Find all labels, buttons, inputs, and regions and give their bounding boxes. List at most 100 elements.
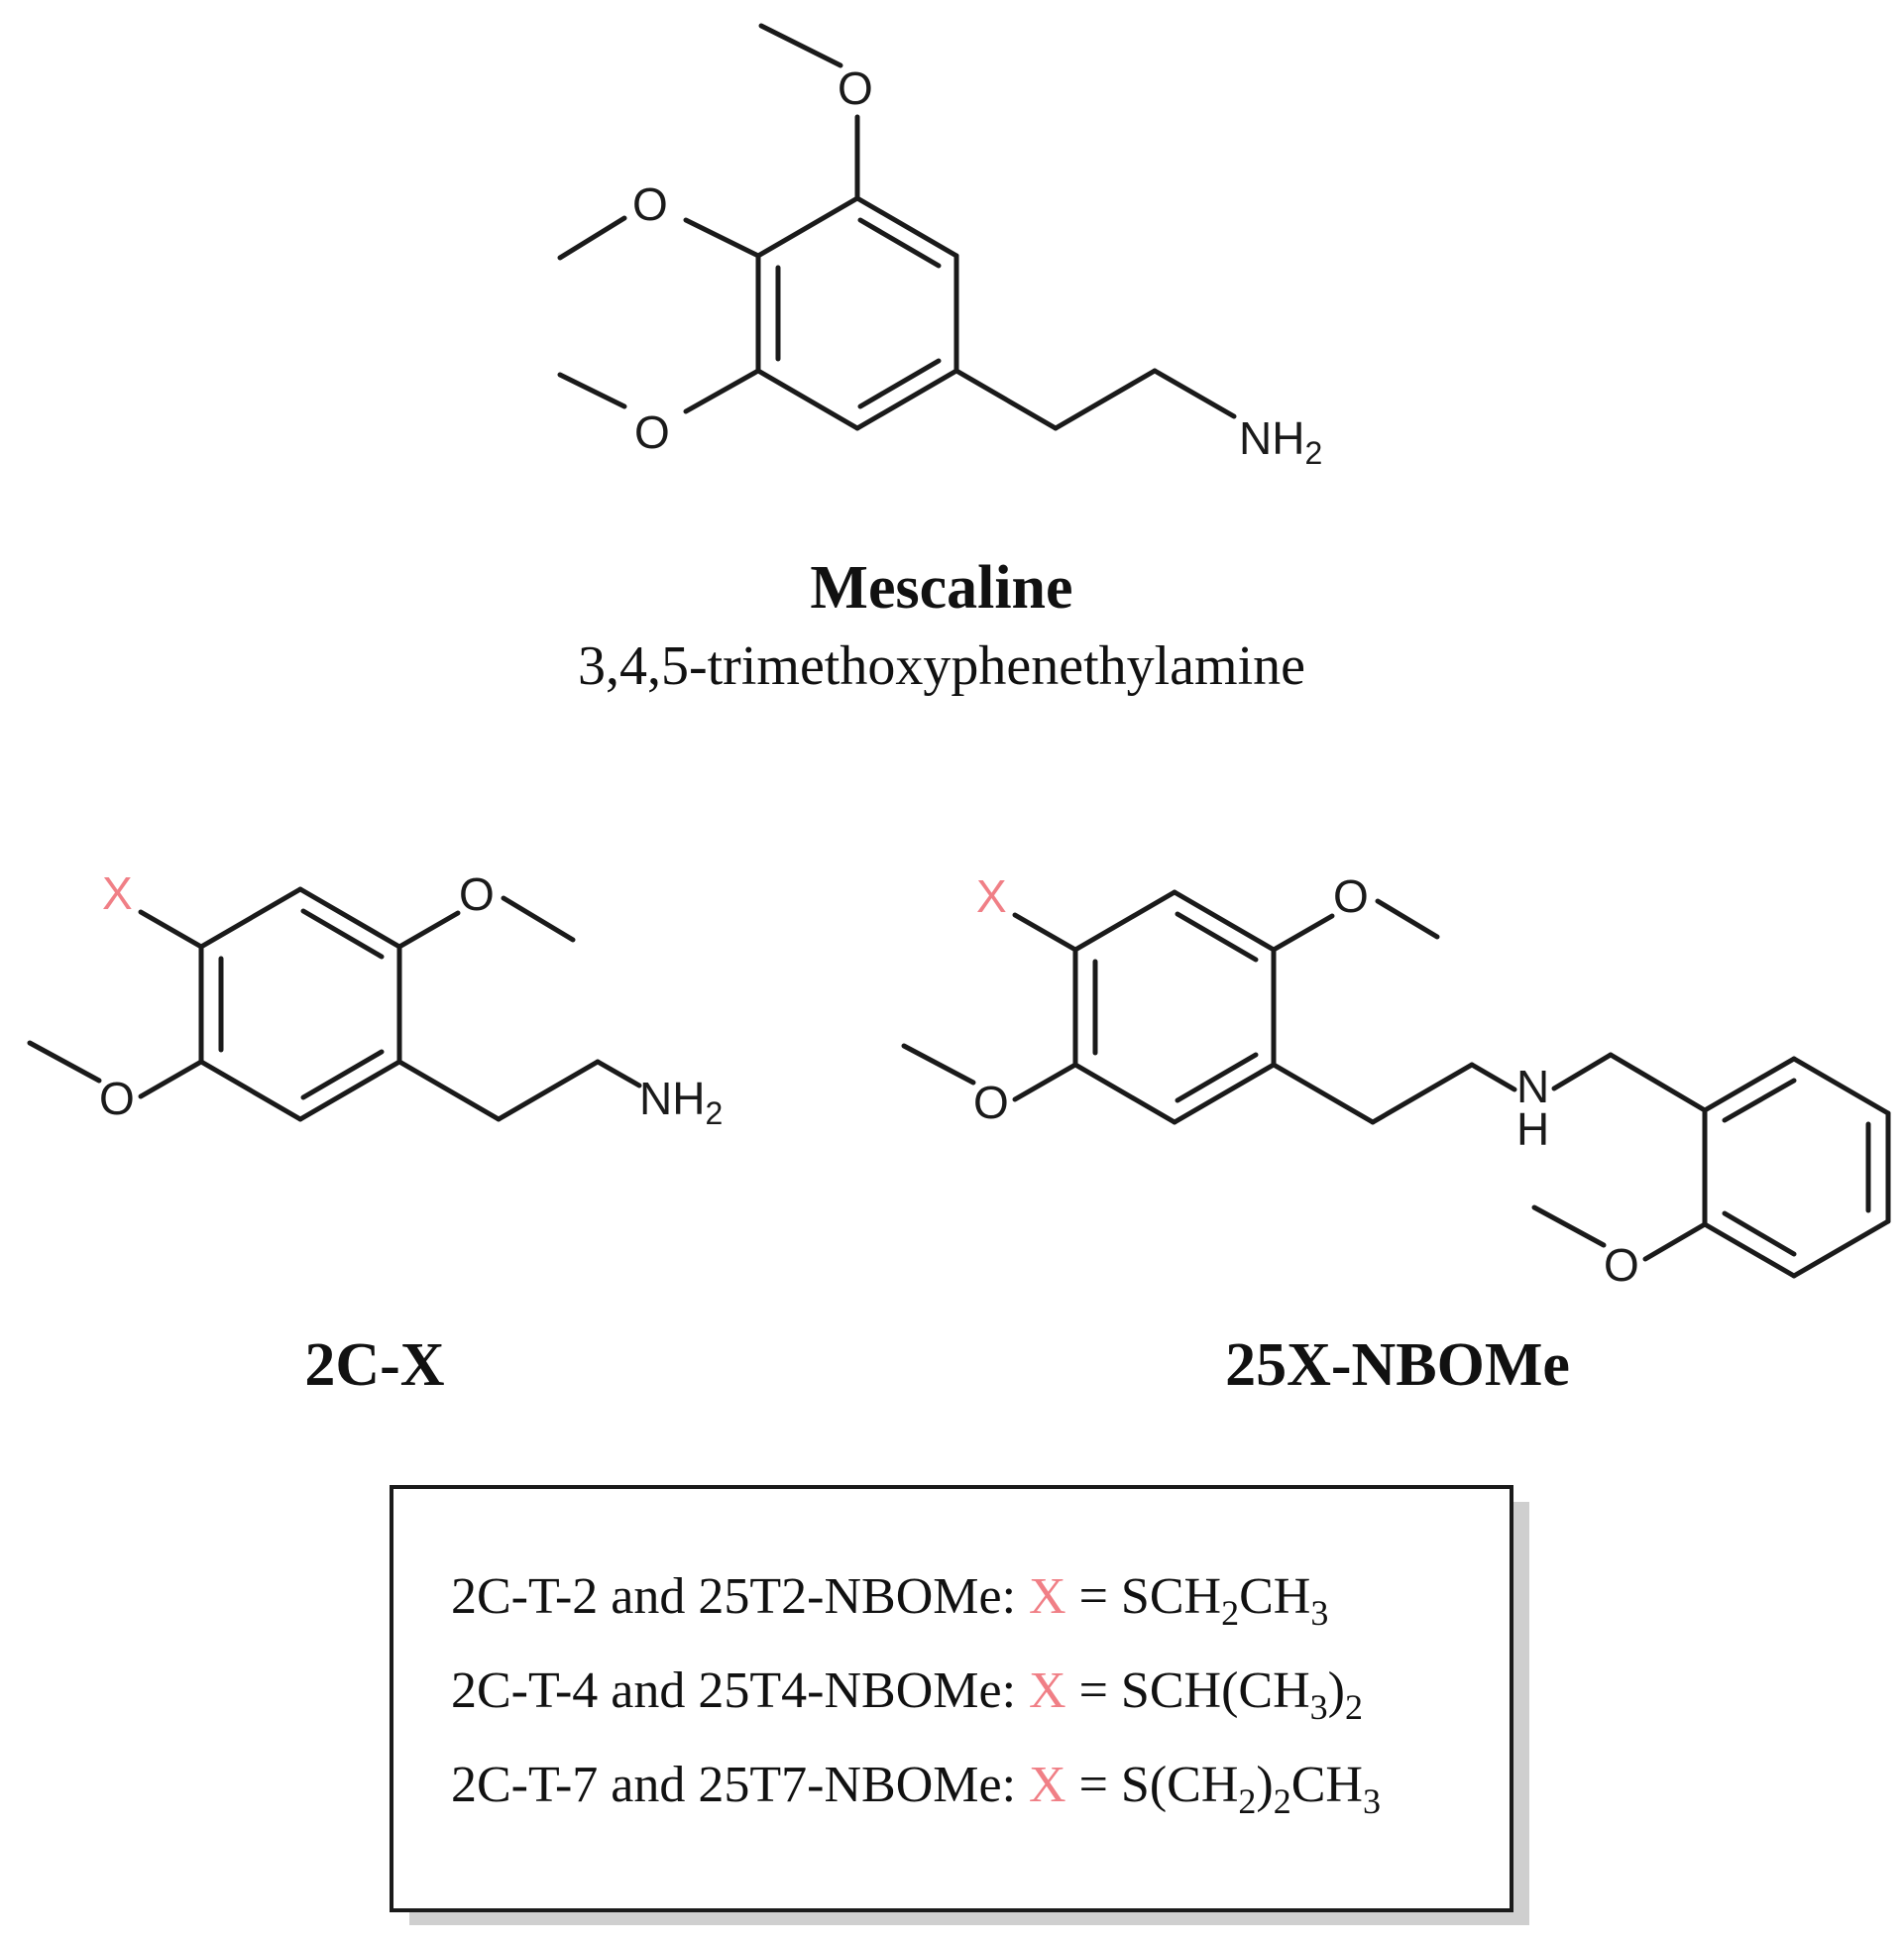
legend-row: 2C-T-4 and 25T4-NBOMe: X = SCH(CH3)2 (451, 1662, 1363, 1727)
substituent-bond (901, 1043, 976, 1086)
legend-compounds: 2C-T-7 and 25T7-NBOMe: (451, 1757, 1029, 1813)
chain-bond (496, 1059, 601, 1122)
formula-text: CH (1239, 1568, 1310, 1625)
substituent-bond (1531, 1204, 1607, 1248)
ring-bond (755, 195, 860, 259)
formula-text: S(CH (1121, 1757, 1238, 1813)
substituent-legend-box: 2C-T-2 and 25T2-NBOMe: X = SCH2CH32C-T-4… (390, 1485, 1529, 1925)
chain-bond (1551, 1052, 1614, 1091)
ring-double-bond (1722, 1078, 1797, 1123)
formula-text: ) (1328, 1662, 1345, 1719)
substituent-bond (683, 368, 761, 414)
ring-bond (854, 368, 959, 431)
ring-bond (1072, 889, 1177, 953)
chain-bond (953, 368, 1059, 431)
substituent-bond (396, 910, 461, 950)
chain-bond (396, 1059, 502, 1122)
formula-subscript: 3 (1310, 1593, 1328, 1633)
ring-bond (198, 1059, 303, 1122)
chain-bond (1053, 368, 1158, 431)
nbome-structure: X O O N H O 25X-NBOMe (901, 870, 1891, 1399)
oxygen-atom-middle: O (632, 178, 668, 230)
formula-text: SCH (1121, 1568, 1221, 1625)
mescaline-iupac-name: 3,4,5-trimethoxyphenethylamine (578, 635, 1305, 697)
oxygen-atom-benzyl: O (1604, 1239, 1639, 1291)
ring-bond (297, 1059, 402, 1122)
ring-bond (1791, 1056, 1891, 1116)
ring-double-bond (857, 217, 942, 269)
substituent-bond (138, 909, 204, 950)
ring-bond (1072, 1062, 1177, 1125)
oxygen-atom-right: O (459, 868, 495, 920)
chain-bond (1271, 1062, 1376, 1125)
chain-bond (1469, 1062, 1517, 1092)
amine-group: NH2 (639, 1073, 723, 1131)
substituent-bond (557, 215, 627, 261)
chain-bond (1152, 368, 1237, 419)
legend-x-symbol: X (1029, 1662, 1066, 1719)
formula-subscript: 3 (1363, 1781, 1381, 1821)
legend-box-frame (390, 1485, 1513, 1912)
substituent-bond (27, 1040, 102, 1084)
oxygen-atom-left: O (973, 1077, 1009, 1128)
c2x-name: 2C-X (304, 1331, 444, 1399)
formula-text: CH (1291, 1757, 1363, 1813)
x-substituent-label: X (976, 870, 1007, 922)
nitrogen-atom: N (1516, 1061, 1549, 1112)
ring-double-bond (1722, 1210, 1797, 1257)
x-substituent-label: X (102, 867, 133, 919)
mescaline-structure: O O O NH2 Mescaline 3,4,5-trimethoxyphen… (557, 23, 1322, 697)
substituent-bond (758, 23, 843, 68)
substituent-bond (1012, 1062, 1078, 1102)
c2x-structure: X O O NH2 2C-X (27, 867, 723, 1399)
oxygen-atom-left: O (99, 1073, 135, 1124)
chain-bond (595, 1059, 642, 1088)
formula-subscript: 2 (1345, 1687, 1363, 1727)
nbome-name: 25X-NBOMe (1225, 1331, 1570, 1399)
ring-bond (297, 886, 402, 950)
mescaline-name: Mescaline (810, 554, 1072, 622)
legend-compounds: 2C-T-4 and 25T4-NBOMe: (451, 1662, 1029, 1719)
nitrogen-hydrogen: H (1516, 1103, 1549, 1155)
legend-compounds: 2C-T-2 and 25T2-NBOMe: (451, 1568, 1029, 1625)
legend-equals: = (1066, 1662, 1121, 1719)
oxygen-atom-right: O (1333, 870, 1369, 922)
ring-bond (1702, 1221, 1797, 1279)
ring-bond (755, 368, 860, 431)
amine-group: NH2 (1239, 412, 1322, 471)
substituent-bond (1271, 913, 1335, 953)
legend-x-symbol: X (1029, 1757, 1066, 1813)
oxygen-atom-bottom: O (634, 406, 670, 458)
formula-text: ) (1256, 1757, 1273, 1813)
formula-subscript: 2 (1221, 1593, 1239, 1633)
substituent-bond (1375, 898, 1440, 940)
ring-double-bond (300, 908, 385, 960)
legend-x-symbol: X (1029, 1568, 1066, 1625)
ring-double-bond (1175, 911, 1259, 963)
substituent-bond (557, 372, 627, 409)
chain-bond (1370, 1062, 1475, 1125)
ring-double-bond (857, 358, 942, 409)
ring-bond (854, 195, 959, 259)
formula-subscript: 2 (1238, 1781, 1256, 1821)
ring-bond (198, 886, 303, 950)
formula-subscript: 2 (1274, 1781, 1291, 1821)
ring-double-bond (300, 1049, 385, 1100)
legend-equals: = (1066, 1568, 1121, 1625)
substituent-bond (683, 217, 761, 259)
substituent-bond (1642, 1221, 1708, 1262)
ring-double-bond (1175, 1052, 1259, 1103)
formula-subscript: 3 (1310, 1687, 1328, 1727)
legend-rows: 2C-T-2 and 25T2-NBOMe: X = SCH2CH32C-T-4… (451, 1568, 1381, 1821)
legend-equals: = (1066, 1757, 1121, 1813)
ring-bond (1172, 1062, 1277, 1125)
ring-bond (1172, 889, 1277, 953)
substituent-bond (138, 1059, 204, 1099)
substituent-bond (501, 895, 576, 943)
legend-row: 2C-T-7 and 25T7-NBOMe: X = S(CH2)2CH3 (451, 1757, 1381, 1821)
oxygen-atom-top: O (838, 62, 873, 114)
chain-bond (1608, 1052, 1708, 1113)
ring-bond (1791, 1218, 1891, 1279)
ring-bond (1702, 1056, 1797, 1113)
